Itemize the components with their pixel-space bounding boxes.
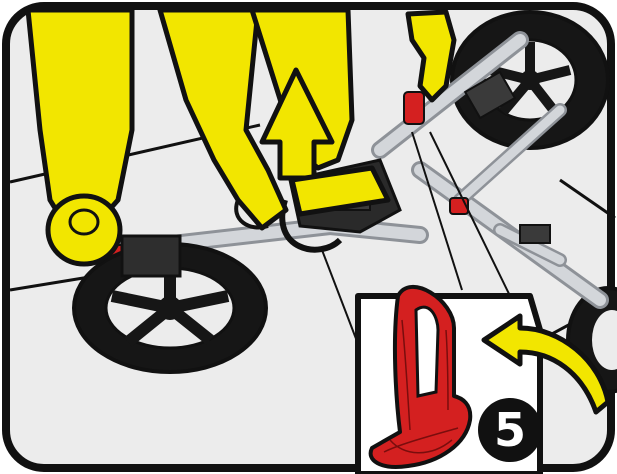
- step-number-badge: 5: [478, 398, 542, 462]
- left-foot: [48, 196, 120, 264]
